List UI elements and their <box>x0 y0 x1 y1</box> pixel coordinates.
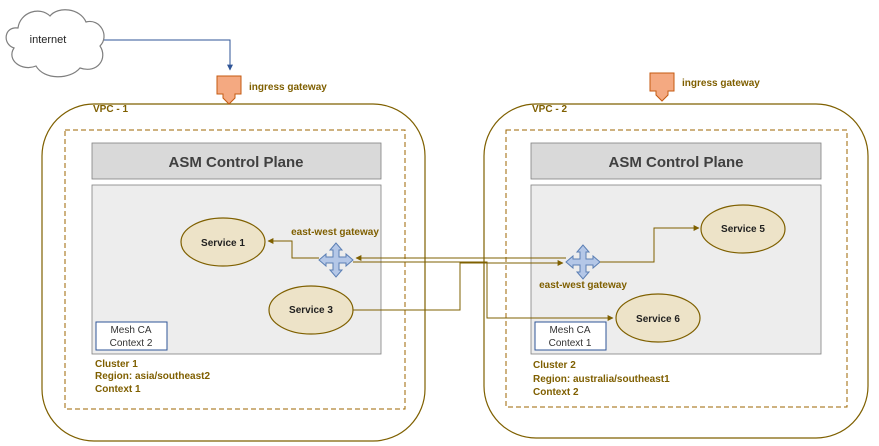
vpc-1-cluster-name: Cluster 1 <box>95 359 138 370</box>
vpc-2-ingress-gateway-icon <box>649 72 675 102</box>
internet-to-ingress-arrow <box>104 39 233 71</box>
service-3-to-gw2-link <box>353 260 564 311</box>
service-6-node <box>615 293 701 343</box>
vpc-2-control-plane <box>530 142 822 180</box>
vpc-2-mesh-ca-line2: Context 1 <box>549 338 592 349</box>
vpc-1-cluster-context: Context 1 <box>95 384 141 395</box>
vpc-1-cluster-region: Region: asia/southeast2 <box>95 371 210 382</box>
vpc-2: VPC - 2 ASM Control Plane Service 5 Serv… <box>483 103 869 439</box>
vpc-1-ingress-gateway-label: ingress gateway <box>249 82 327 93</box>
vpc-1-mesh-ca-box <box>95 321 168 351</box>
cluster-2-boundary <box>505 129 848 408</box>
vpc-1-east-west-gateway-label: east-west gateway <box>291 227 379 238</box>
service-1-node <box>180 217 266 267</box>
vpc-1-mesh-ca-line1: Mesh CA <box>110 325 151 336</box>
vpc-2-control-plane-label: ASM Control Plane <box>608 154 743 171</box>
service-6-label: Service 6 <box>636 314 680 325</box>
vpc-2-ingress-gateway-label: ingress gateway <box>682 78 760 89</box>
service-5-node <box>700 204 786 254</box>
vpc-2-cluster-context: Context 2 <box>533 387 579 398</box>
vpc-1-control-plane <box>91 142 382 180</box>
gw2-to-service-5-link <box>600 225 700 263</box>
vpc-1-control-plane-label: ASM Control Plane <box>168 154 303 171</box>
cluster-1-boundary <box>64 129 406 410</box>
vpc-2-cluster-name: Cluster 2 <box>533 360 576 371</box>
gw1-to-service-6-link <box>353 261 614 321</box>
vpc-2-title: VPC - 2 <box>532 104 567 115</box>
vpc-1: VPC - 1 ASM Control Plane Service 1 Serv… <box>41 103 426 442</box>
gw1-to-service-1-link <box>267 238 319 259</box>
internet-label: internet <box>30 34 67 46</box>
connections <box>267 225 700 321</box>
service-5-label: Service 5 <box>721 224 765 235</box>
vpc-2-mesh-ca-box <box>534 321 607 351</box>
vpc-2-cluster-region: Region: australia/southeast1 <box>533 374 670 385</box>
vpc-1-mesh-ca-line2: Context 2 <box>110 338 153 349</box>
internet-cloud: internet <box>5 9 105 78</box>
vpc-1-ingress-gateway-icon <box>216 75 242 105</box>
service-1-label: Service 1 <box>201 238 245 249</box>
vpc-1-title: VPC - 1 <box>93 104 128 115</box>
service-3-label: Service 3 <box>289 305 333 316</box>
vpc-2-mesh-ca-line1: Mesh CA <box>549 325 590 336</box>
vpc-2-east-west-gateway-label: east-west gateway <box>539 280 627 291</box>
